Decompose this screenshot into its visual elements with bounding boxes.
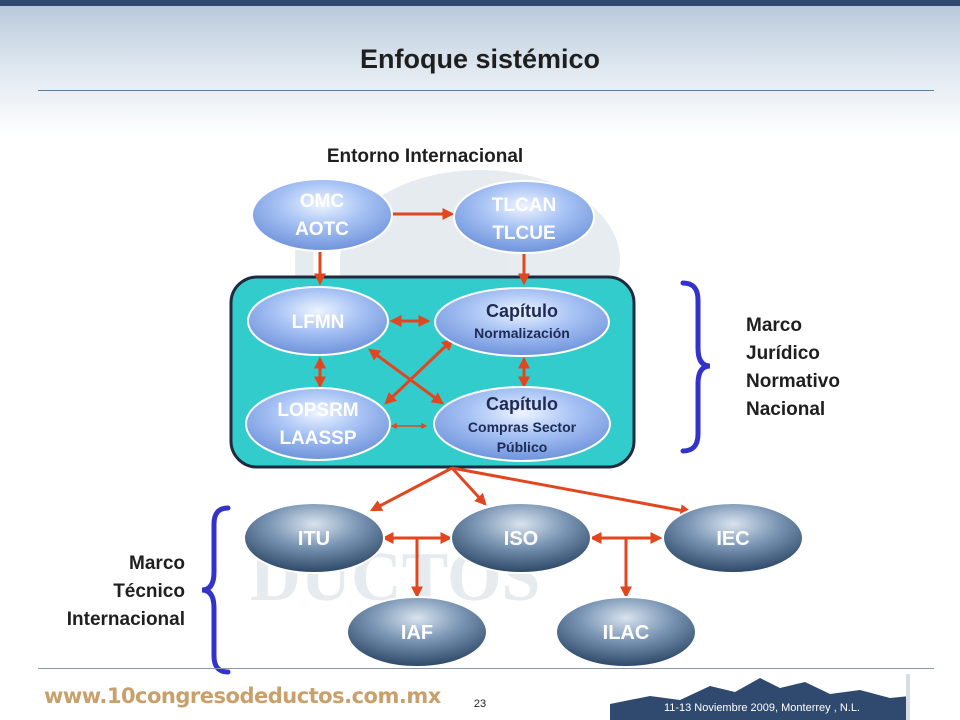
node-capitulo-norm-sub: Normalización [474, 325, 570, 341]
node-tlcan-line2: TLCUE [492, 223, 555, 244]
node-capitulo-compras: Capítulo Compras Sector Público [433, 386, 611, 462]
marco-nacional-line: Marco [746, 315, 802, 336]
brace-marco-nacional [680, 280, 711, 454]
node-iaf-label: IAF [401, 622, 433, 644]
arrow-panel-itu [369, 466, 453, 512]
node-capitulo-normalizacion: Capítulo Normalización [434, 287, 610, 357]
node-capitulo-compras-sub2: Público [497, 439, 548, 455]
node-ilac: ILAC [555, 596, 697, 668]
node-capitulo-compras-title: Capítulo [486, 394, 558, 414]
node-lopsrm-line2: LAASSP [279, 428, 356, 449]
marco-nacional-line: Normativo [746, 371, 840, 392]
node-lfmn: LFMN [247, 286, 389, 356]
page-number: 23 [473, 698, 487, 710]
marco-nacional-label: Marco Jurídico Normativo Nacional [746, 312, 840, 424]
marco-internacional-line: Técnico [113, 581, 185, 602]
footer-url[interactable]: www.10congresodeductos.com.mx [44, 684, 441, 708]
title-divider [38, 90, 934, 91]
node-lfmn-label: LFMN [292, 312, 345, 333]
node-omc-line2: AOTC [295, 219, 349, 240]
node-capitulo-norm-title: Capítulo [486, 301, 558, 321]
node-itu-label: ITU [298, 528, 330, 550]
slide-title: Enfoque sistémico [359, 44, 601, 74]
node-iec-label: IEC [716, 528, 749, 550]
marco-internacional-line: Marco [129, 553, 185, 574]
marco-internacional-label: Marco Técnico Internacional [30, 550, 185, 634]
arrow-panel-iec [451, 466, 693, 517]
node-omc-line1: OMC [300, 191, 345, 212]
node-iec: IEC [662, 502, 804, 574]
footer-divider [38, 668, 934, 669]
node-itu: ITU [243, 502, 385, 574]
header-gradient [0, 6, 960, 136]
node-iaf: IAF [346, 596, 488, 668]
node-iso-label: ISO [504, 528, 538, 550]
marco-nacional-line: Nacional [746, 399, 826, 420]
arrow-capitulo-lopsrm [384, 338, 454, 405]
brace-marco-internacional [201, 505, 231, 675]
node-iso: ISO [450, 502, 592, 574]
footer-end-bar [906, 674, 910, 720]
marco-internacional-line: Internacional [66, 609, 185, 630]
node-tlcan-line1: TLCAN [492, 195, 556, 216]
relation-arrows [314, 208, 693, 599]
node-ilac-label: ILAC [603, 622, 650, 644]
entorno-internacional-heading: Entorno Internacional [326, 146, 524, 167]
mountain-silhouette [610, 678, 910, 720]
node-tlcan: TLCAN TLCUE [453, 180, 595, 254]
footer-date: 11-13 Noviembre 2009, Monterrey , N.L. [663, 702, 860, 714]
marco-nacional-line: Jurídico [746, 343, 820, 364]
node-omc: OMC AOTC [251, 178, 393, 252]
node-lopsrm-line1: LOPSRM [277, 400, 358, 421]
node-lopsrm: LOPSRM LAASSP [245, 387, 391, 461]
node-capitulo-compras-sub1: Compras Sector [468, 419, 577, 435]
top-accent-bar [0, 0, 960, 6]
arrow-panel-iso [450, 466, 487, 506]
